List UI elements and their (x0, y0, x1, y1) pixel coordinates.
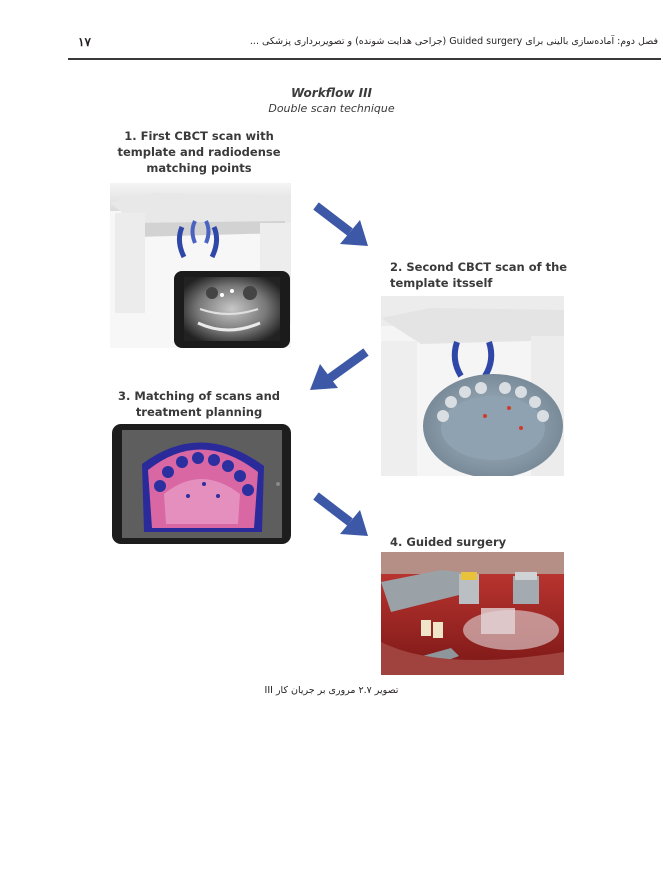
figure-subtitle: Double scan technique (268, 102, 395, 115)
cbct-scan-photo-1 (110, 183, 291, 348)
page-header: ۱۷ فصل دوم: آماده‌سازی بالینی برای Guide… (70, 34, 660, 54)
step-4-label: 4. Guided surgery (390, 535, 507, 549)
treatment-planning-tablet (112, 424, 291, 544)
arrow-step-3-to-4 (312, 490, 372, 540)
cbct-scan-photo-2 (381, 296, 564, 476)
figure-title: Workflow III (290, 86, 373, 100)
step-3-label: 3. Matching of scans and treatment plann… (118, 389, 280, 419)
arrow-step-1-to-2 (312, 200, 372, 250)
guided-surgery-photo (381, 552, 564, 675)
running-head: فصل دوم: آماده‌سازی بالینی برای Guided s… (249, 36, 658, 47)
arrow-step-2-to-3 (308, 348, 370, 394)
step-1-label: 1. First CBCT scan with template and rad… (117, 129, 281, 175)
page-number: ۱۷ (78, 35, 91, 49)
figure-caption: تصویر ۲.۷ مروری بر جریان کار III (264, 685, 399, 696)
step-2-label: 2. Second CBCT scan of the template itss… (390, 260, 568, 290)
header-rule (68, 58, 661, 60)
